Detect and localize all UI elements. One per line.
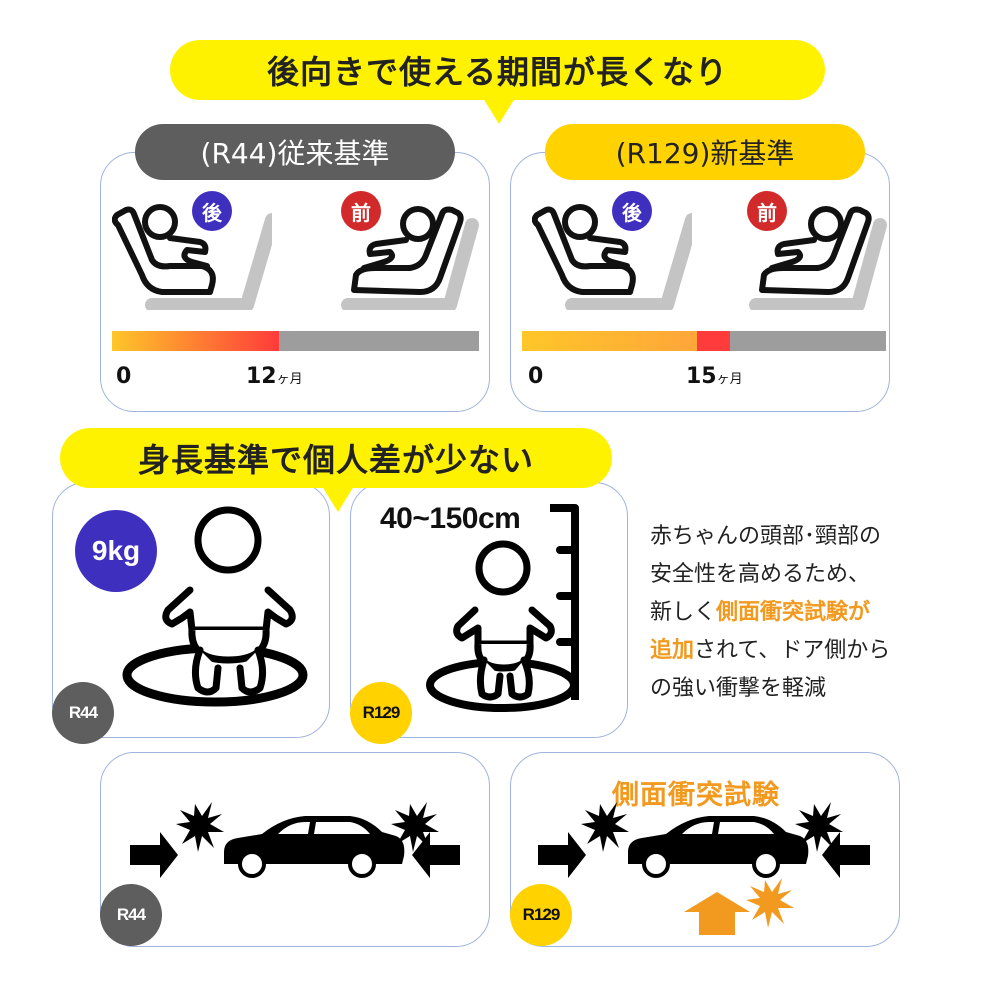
headline-middle-tail bbox=[322, 486, 354, 512]
r44-title-pill: (R44)従来基準 bbox=[135, 124, 455, 180]
r44-crash-standard-badge: R44 bbox=[100, 884, 162, 946]
side-impact-description: 赤ちゃんの頭部･頸部の 安全性を高めるため、 新しく側面衝突試験が 追加されて、… bbox=[650, 524, 891, 701]
r129-bar-start-label: 0 bbox=[528, 364, 544, 389]
forward-facing-seat-icon bbox=[749, 206, 887, 310]
forward-facing-badge: 前 bbox=[747, 191, 787, 231]
r129-bar-end-label: 15ヶ月 bbox=[686, 364, 743, 389]
headline-top-bubble: 後向きで使える期間が長くなり bbox=[170, 40, 825, 100]
r44-rearward-period-bar bbox=[112, 331, 479, 351]
headline-top-text: 後向きで使える期間が長くなり bbox=[266, 53, 729, 91]
rear-facing-badge: 後 bbox=[192, 191, 232, 231]
left-arrow-icon bbox=[822, 832, 870, 878]
side-impact-test-title: 側面衝突試験 bbox=[612, 780, 780, 811]
r129-title-pill: (R129)新基準 bbox=[545, 124, 865, 180]
baby-height-ruler-icon bbox=[426, 504, 579, 712]
right-arrow-icon bbox=[538, 832, 586, 878]
r44-bar-start-label: 0 bbox=[116, 364, 132, 389]
weight-badge: 9kg bbox=[75, 510, 157, 592]
side-impact-burst-icon bbox=[746, 878, 794, 928]
rear-facing-seat-icon bbox=[532, 204, 692, 310]
car-icon bbox=[224, 816, 405, 878]
r129-crash-diagram bbox=[538, 802, 870, 935]
r129-crash-standard-badge: R129 bbox=[510, 884, 572, 946]
r129-standard-badge: R129 bbox=[350, 682, 412, 744]
rear-facing-badge: 後 bbox=[612, 191, 652, 231]
forward-facing-seat-icon bbox=[341, 206, 479, 310]
impact-burst-icon bbox=[176, 802, 224, 852]
headline-middle-text: 身長基準で個人差が少ない bbox=[137, 441, 534, 479]
r44-crash-diagram bbox=[130, 802, 460, 878]
r44-title: (R44)従来基準 bbox=[200, 137, 390, 170]
r129-title: (R129)新基準 bbox=[615, 137, 795, 170]
headline-top-tail bbox=[483, 98, 515, 124]
impact-burst-icon bbox=[581, 802, 629, 852]
headline-middle-bubble: 身長基準で個人差が少ない bbox=[60, 428, 612, 488]
r44-bar-end-label: 12ヶ月 bbox=[246, 364, 303, 389]
r129-rearward-period-bar bbox=[522, 331, 886, 351]
side-impact-arrow-icon bbox=[684, 892, 750, 935]
forward-facing-badge: 前 bbox=[341, 191, 381, 231]
impact-burst-icon bbox=[391, 802, 439, 852]
rear-facing-seat-icon bbox=[112, 204, 272, 310]
height-range-label: 40~150cm bbox=[380, 502, 521, 535]
impact-burst-icon bbox=[795, 802, 843, 852]
car-icon bbox=[628, 816, 809, 878]
r44-standard-badge: R44 bbox=[52, 682, 114, 744]
left-arrow-icon bbox=[412, 832, 460, 878]
baby-on-scale-icon bbox=[122, 506, 308, 707]
right-arrow-icon bbox=[130, 832, 178, 878]
